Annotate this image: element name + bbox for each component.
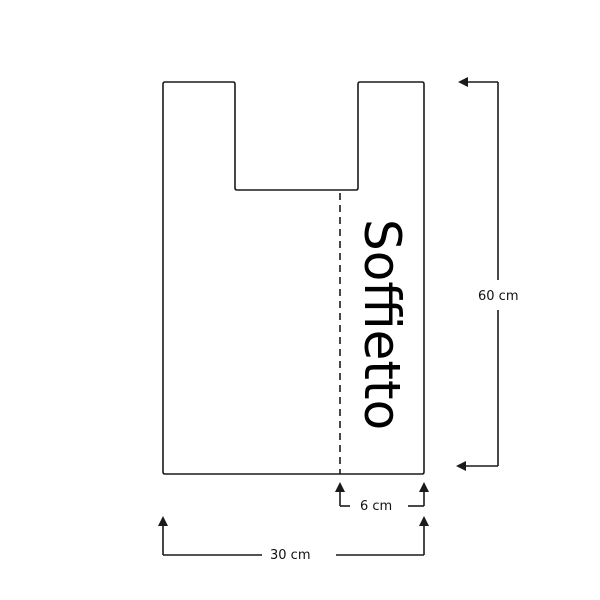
height-dimension: 60 cm [456, 77, 519, 471]
height-label: 60 cm [478, 289, 519, 304]
bag-outline [162, 81, 425, 475]
width-dimension: 30 cm [158, 516, 429, 563]
gusset-label: Soffietto [353, 219, 411, 430]
width-label: 30 cm [270, 548, 311, 563]
gusset-width-label: 6 cm [360, 499, 392, 514]
gusset-width-dimension: 6 cm [335, 482, 429, 514]
